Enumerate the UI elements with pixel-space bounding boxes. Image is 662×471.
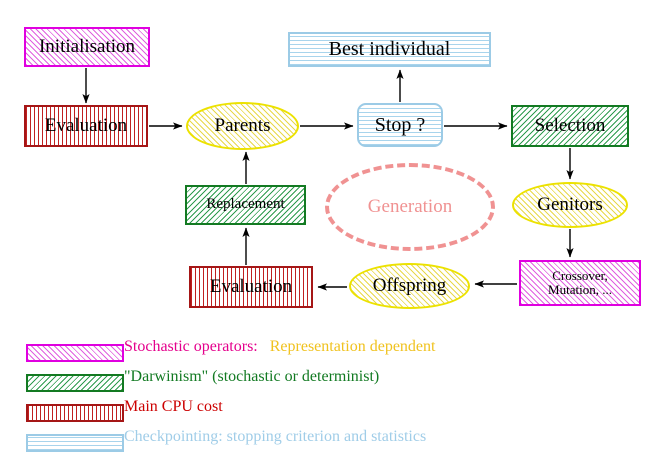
node-selection[interactable]: Selection: [511, 105, 629, 147]
node-best_individual[interactable]: Best individual: [288, 32, 491, 67]
generation-label: Generation: [367, 196, 453, 217]
legend-swatch-green: [26, 374, 124, 392]
legend-swatch-red: [26, 404, 124, 422]
node-label-parents: Parents: [214, 115, 271, 137]
legend-label-primary: Main CPU cost: [124, 398, 223, 415]
legend-label-red: Main CPU cost: [124, 398, 223, 416]
legend-row-magenta: Stochastic operators: Representation dep…: [0, 338, 662, 370]
node-genitors[interactable]: Genitors: [512, 182, 628, 228]
legend-swatch-magenta: [26, 344, 124, 362]
node-label-replacement: Replacement: [206, 196, 285, 213]
node-label-best_individual: Best individual: [328, 38, 451, 61]
legend-label-primary: "Darwinism" (stochastic or determinist): [124, 368, 380, 385]
node-label-offspring: Offspring: [372, 275, 447, 297]
node-evaluation_bot[interactable]: Evaluation: [189, 266, 313, 308]
node-offspring[interactable]: Offspring: [349, 263, 470, 309]
legend-label-secondary: Representation dependent: [257, 338, 436, 355]
node-label-genitors: Genitors: [537, 194, 603, 216]
node-replacement[interactable]: Replacement: [185, 185, 306, 225]
node-stop[interactable]: Stop ?: [357, 103, 443, 147]
node-evaluation_top[interactable]: Evaluation: [24, 105, 148, 147]
legend-row-blue: Checkpointing: stopping criterion and st…: [0, 428, 662, 460]
node-parents[interactable]: Parents: [186, 102, 299, 150]
legend-row-red: Main CPU cost: [0, 398, 662, 430]
node-initialisation[interactable]: Initialisation: [24, 27, 150, 67]
node-crossover[interactable]: Crossover,Mutation, ...: [519, 260, 641, 306]
legend-label-primary: Stochastic operators:: [124, 338, 258, 355]
node-label-stop: Stop ?: [374, 113, 426, 136]
node-label-evaluation_top: Evaluation: [44, 115, 128, 137]
node-label-selection: Selection: [534, 115, 606, 137]
node-label-crossover: Crossover,Mutation, ...: [548, 268, 612, 297]
legend-label-primary: Checkpointing: stopping criterion and st…: [124, 428, 427, 445]
generation-boundary: Generation: [325, 163, 495, 251]
legend-row-green: "Darwinism" (stochastic or determinist): [0, 368, 662, 400]
legend-swatch-blue: [26, 434, 124, 452]
node-label-evaluation_bot: Evaluation: [209, 276, 293, 298]
legend-label-blue: Checkpointing: stopping criterion and st…: [124, 428, 426, 446]
node-label-initialisation: Initialisation: [38, 36, 136, 58]
legend-label-magenta: Stochastic operators: Representation dep…: [124, 338, 435, 356]
legend-label-green: "Darwinism" (stochastic or determinist): [124, 368, 379, 386]
legend: Stochastic operators: Representation dep…: [0, 338, 662, 460]
